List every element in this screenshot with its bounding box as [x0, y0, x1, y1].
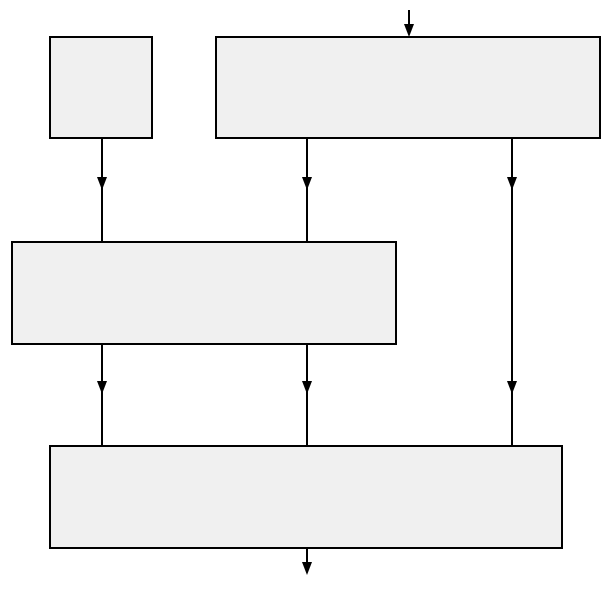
input-arrow [404, 10, 414, 37]
arrow-middle-to-bottom-right [302, 344, 312, 446]
small-source-box [49, 36, 153, 139]
arrow-small-to-middle [97, 138, 107, 242]
middle-box [11, 241, 397, 345]
arrow-middle-to-bottom-left [97, 344, 107, 446]
wide-source-box [215, 36, 601, 139]
bottom-box [49, 445, 563, 549]
arrow-wide-to-bottom [507, 138, 517, 446]
output-arrow [302, 548, 312, 575]
arrow-wide-to-middle [302, 138, 312, 242]
